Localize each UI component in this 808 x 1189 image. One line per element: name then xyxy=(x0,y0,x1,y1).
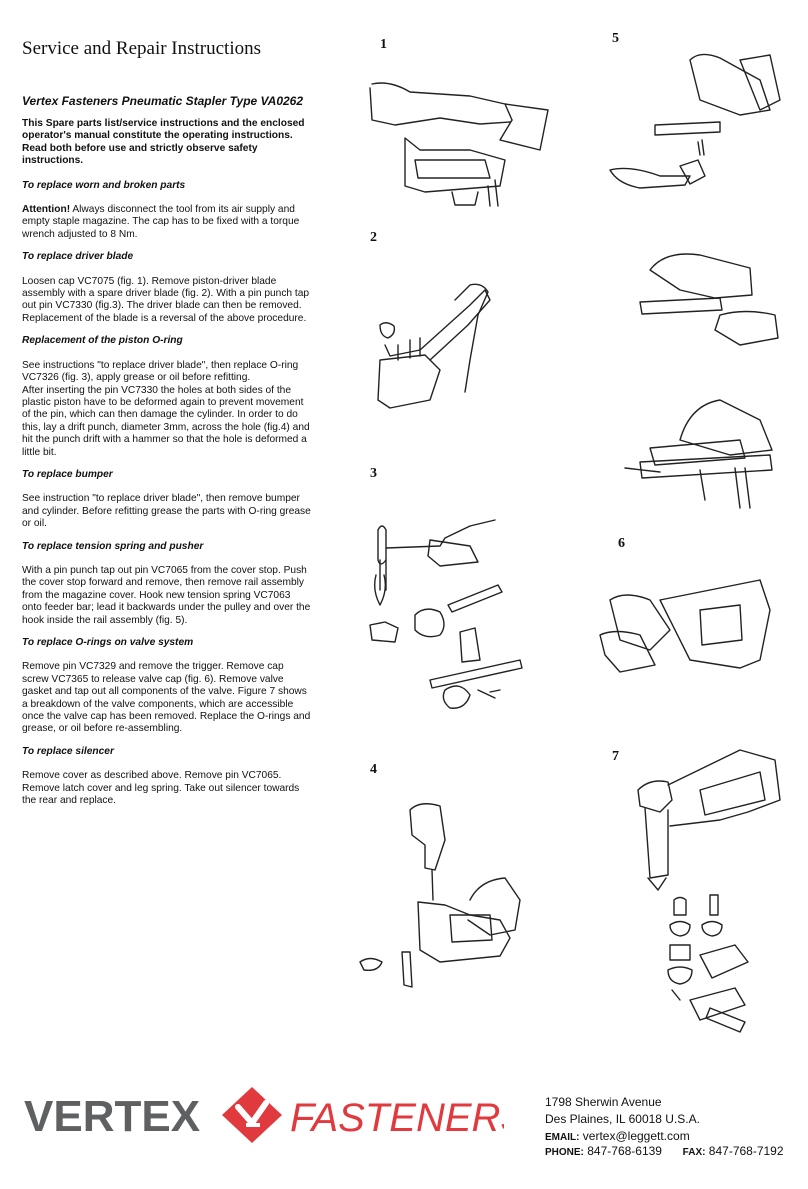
phone-number[interactable]: 847-768-6139 xyxy=(587,1144,662,1158)
intro-paragraph: This Spare parts list/service instructio… xyxy=(22,118,305,167)
section-body: See instruction "to replace driver blade… xyxy=(22,493,311,530)
section-body: See instructions "to replace driver blad… xyxy=(22,359,310,458)
phone-fax-row: PHONE: 847-768-6139 FAX: 847-768-7192 xyxy=(545,1144,784,1158)
figure-1-illustration xyxy=(369,82,549,207)
section-valve-orings: To replace O-rings on valve system Remov… xyxy=(22,637,312,736)
document-title: Vertex Fasteners Pneumatic Stapler Type … xyxy=(22,94,304,108)
figure-5b-illustration xyxy=(639,253,779,346)
section-heading: To replace O-rings on valve system xyxy=(22,637,194,648)
section-body: Attention! Always disconnect the tool fr… xyxy=(22,204,312,241)
figure-number-6: 6 xyxy=(618,536,625,551)
fax-number: 847-768-7192 xyxy=(708,1144,784,1158)
page-title: Service and Repair Instructions xyxy=(22,38,262,59)
phone-label: PHONE: xyxy=(545,1147,584,1158)
section-heading: To replace bumper xyxy=(22,468,113,480)
section-heading: To replace tension spring and pusher xyxy=(22,540,204,552)
section-heading: To replace silencer xyxy=(22,745,114,757)
figure-6-illustration xyxy=(599,579,771,673)
attention-label: Attention! xyxy=(22,204,71,216)
figure-number-5: 5 xyxy=(612,31,619,46)
figure-number-2: 2 xyxy=(370,230,377,245)
figure-number-3: 3 xyxy=(370,466,377,481)
vertex-fasteners-logo: VERTEX FASTENERS xyxy=(24,1087,504,1143)
attention-text: Always disconnect the tool from its air … xyxy=(22,204,300,240)
section-body: Remove cover as described above. Remove … xyxy=(22,770,300,807)
figure-4-illustration xyxy=(359,803,521,988)
section-body: With a pin punch tap out pin VC7065 from… xyxy=(22,564,311,626)
street-address: 1798 Sherwin Avenue xyxy=(545,1095,662,1109)
contact-address: 1798 Sherwin Avenue Des Plaines, IL 6001… xyxy=(545,1094,700,1146)
email-link[interactable]: vertex@leggett.com xyxy=(582,1129,690,1143)
figure-5c-illustration xyxy=(624,399,773,509)
logo-right-word: FASTENERS xyxy=(290,1096,504,1140)
section-bumper: To replace bumper See instruction "to re… xyxy=(22,469,312,531)
section-driver-blade: To replace driver blade Loosen cap VC707… xyxy=(22,251,312,325)
section-tension-spring: To replace tension spring and pusher Wit… xyxy=(22,541,312,627)
logo-left-word: VERTEX xyxy=(24,1092,200,1141)
figure-5-illustration xyxy=(609,53,781,189)
figure-number-4: 4 xyxy=(370,762,377,777)
city-address: Des Plaines, IL 60018 U.S.A. xyxy=(545,1112,700,1126)
section-body: Remove pin VC7329 and remove the trigger… xyxy=(22,661,311,735)
section-worn-parts: To replace worn and broken parts Attenti… xyxy=(22,180,312,242)
section-heading: To replace worn and broken parts xyxy=(22,179,186,191)
logo-emblem-icon xyxy=(222,1087,282,1143)
section-heading: Replacement of the piston O-ring xyxy=(22,335,183,347)
email-row: EMAIL: vertex@leggett.com xyxy=(545,1128,700,1146)
figure-2-illustration xyxy=(377,283,491,409)
figure-7-illustration xyxy=(637,749,781,1033)
figure-number-7: 7 xyxy=(612,749,619,764)
instructions-column: Vertex Fasteners Pneumatic Stapler Type … xyxy=(22,94,312,817)
fax-label: FAX: xyxy=(682,1147,706,1158)
section-heading: To replace driver blade xyxy=(22,251,134,263)
email-label: EMAIL: xyxy=(545,1132,580,1143)
section-piston-oring: Replacement of the piston O-ring See ins… xyxy=(22,335,312,459)
figure-3-illustration xyxy=(369,519,523,709)
section-silencer: To replace silencer Remove cover as desc… xyxy=(22,746,312,808)
section-body: Loosen cap VC7075 (fig. 1). Remove pisto… xyxy=(22,275,310,324)
figure-number-1: 1 xyxy=(380,37,387,52)
